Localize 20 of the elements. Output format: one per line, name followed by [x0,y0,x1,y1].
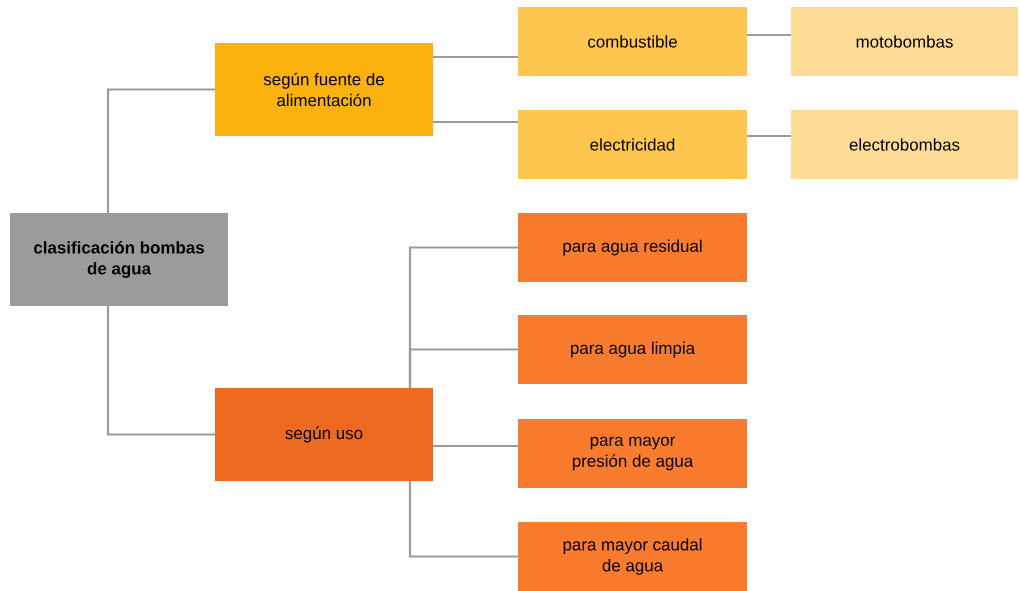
category-box: para agua limpia [518,315,747,384]
category-box: combustible [518,7,747,76]
category-box: según uso [215,388,433,481]
category-box: para mayor caudal de agua [518,522,747,591]
category-box: para agua residual [518,213,747,282]
connector-line [433,55,518,59]
category-box: clasificación bombas de agua [10,213,228,306]
connector-line [408,348,518,388]
connector-line [106,88,215,213]
connector-line [106,306,215,436]
connector-line [433,444,518,448]
connector-line [747,33,791,37]
category-box: según fuente de alimentación [215,43,433,136]
category-box: para mayor presión de agua [518,419,747,488]
category-box: electricidad [518,110,747,179]
category-box: motobombas [791,7,1018,76]
connector-line [408,481,518,558]
connector-line [433,120,518,124]
category-box: electrobombas [791,110,1018,179]
connector-line [747,134,791,138]
